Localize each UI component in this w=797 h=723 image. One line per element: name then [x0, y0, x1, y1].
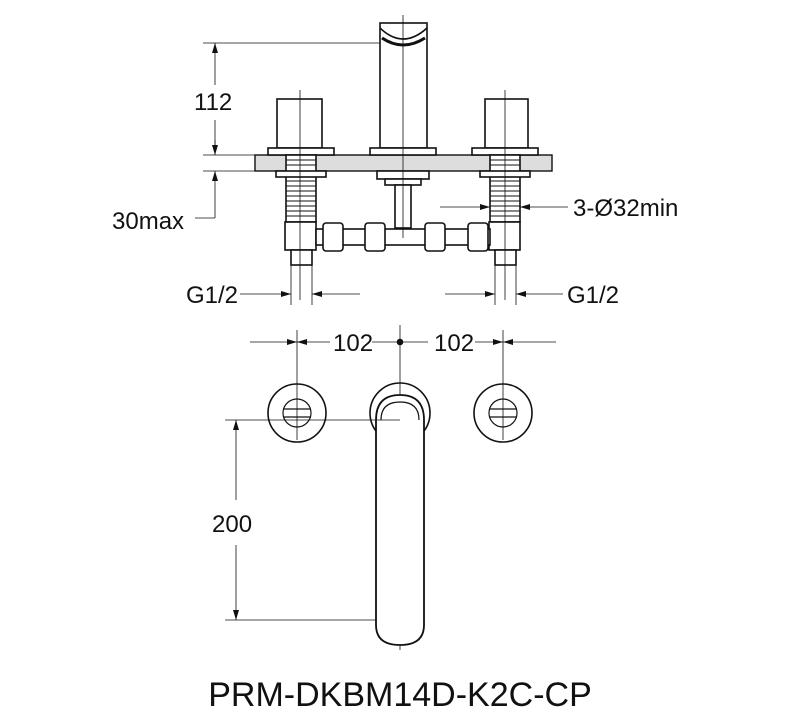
- dim-inlet-right: G1/2: [567, 282, 619, 309]
- dim-spout-reach: 200: [212, 511, 252, 538]
- dim-inlet-left: G1/2: [186, 282, 238, 309]
- plan-view: [225, 325, 556, 650]
- dim-spacing-left: 102: [333, 330, 373, 357]
- right-handle-plan: [473, 383, 533, 443]
- right-handle: [484, 98, 529, 149]
- dim-spacing-right: 102: [434, 330, 474, 357]
- model-number: PRM-DKBM14D-K2C-CP: [208, 676, 592, 714]
- left-handle-plan: [267, 383, 327, 443]
- dim-hole-diameter: 3-Ø32min: [573, 195, 678, 222]
- dim-spout-height: 112: [194, 89, 232, 116]
- spout-plan: [375, 394, 425, 646]
- elevation-view: [195, 15, 568, 305]
- dim-deck-thickness: 30max: [112, 208, 184, 235]
- left-handle: [276, 98, 323, 149]
